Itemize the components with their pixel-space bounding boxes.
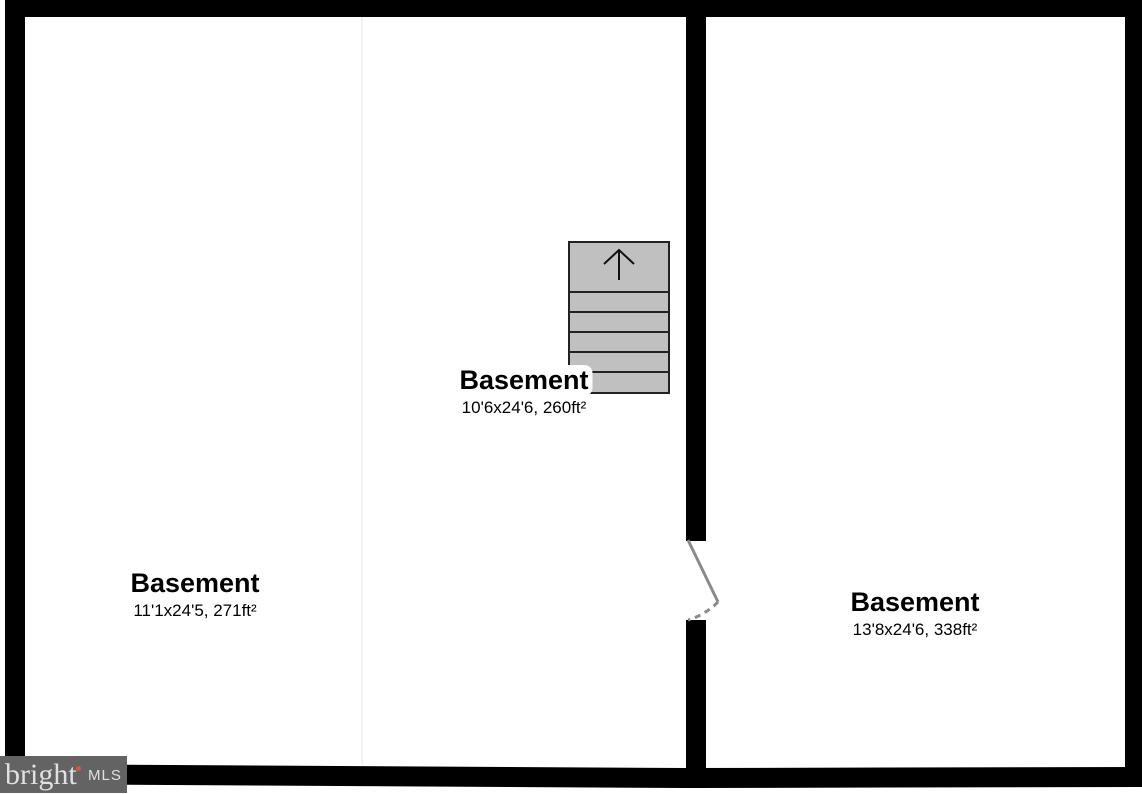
room-label-middle: Basement 10'6x24'6, 260ft² bbox=[455, 365, 593, 418]
wall-bottom bbox=[5, 764, 1142, 788]
door bbox=[686, 539, 720, 622]
wall-left bbox=[5, 0, 25, 787]
watermark-brand: bright bbox=[5, 758, 77, 791]
room-name: Basement bbox=[455, 365, 593, 396]
wall-right bbox=[1125, 0, 1142, 787]
wall-middle-upper bbox=[686, 0, 706, 541]
room-name: Basement bbox=[126, 568, 264, 599]
room-dimensions: 13'8x24'6, 338ft² bbox=[852, 620, 978, 639]
watermark-suffix: MLS bbox=[88, 767, 122, 784]
wall-top bbox=[5, 0, 1142, 17]
room-label-right: Basement 13'8x24'6, 338ft² bbox=[846, 587, 984, 640]
bright-mls-watermark: bright MLS bbox=[0, 756, 127, 793]
room-label-left: Basement 11'1x24'5, 271ft² bbox=[126, 568, 264, 621]
room-dimensions: 11'1x24'5, 271ft² bbox=[133, 601, 257, 620]
room-dimensions: 10'6x24'6, 260ft² bbox=[461, 398, 587, 417]
logo-dot-icon bbox=[76, 766, 81, 771]
wall-middle-lower bbox=[686, 620, 706, 788]
room-name: Basement bbox=[846, 587, 984, 618]
arrow-up-icon bbox=[603, 248, 635, 280]
